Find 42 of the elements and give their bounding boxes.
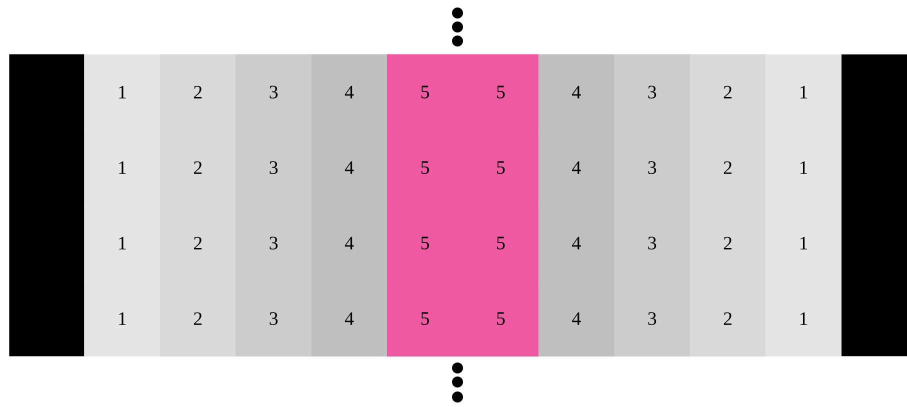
- grid-cell: 5: [462, 54, 539, 130]
- grid-cell: 3: [614, 54, 690, 130]
- grid-cell: 1: [84, 130, 160, 206]
- grid-cell: 2: [160, 280, 236, 356]
- grid-cell: 4: [538, 130, 614, 206]
- grid-cell: 2: [690, 205, 766, 281]
- grid-cell: 5: [462, 205, 539, 281]
- grid-cell: 3: [236, 205, 312, 281]
- grid-cell: 3: [236, 280, 312, 356]
- grid-cell: 2: [160, 130, 236, 206]
- grid-cell: 2: [160, 54, 236, 130]
- grid-cell: 2: [690, 54, 766, 130]
- grid-cell: 3: [614, 130, 690, 206]
- grid-cell: 3: [614, 280, 690, 356]
- grid-cell: 4: [538, 205, 614, 281]
- grid-cell: 1: [84, 205, 160, 281]
- grid-cell: 4: [311, 130, 388, 206]
- grid-cell: 5: [462, 130, 539, 206]
- grid-cell: 1: [766, 130, 842, 206]
- grid-cell: 5: [462, 280, 539, 356]
- grid-cell: 2: [690, 130, 766, 206]
- grid-cell: 5: [387, 205, 463, 281]
- grid-cell: 3: [236, 130, 312, 206]
- grid-cell: 2: [160, 205, 236, 281]
- grid-cell: 5: [387, 280, 463, 356]
- grid-cell: 1: [84, 54, 160, 130]
- grid-cell: 4: [311, 205, 388, 281]
- grid-cell: 4: [311, 54, 388, 130]
- end-bar: [841, 54, 907, 356]
- grid-cell: 3: [614, 205, 690, 281]
- grid-cell: 4: [538, 280, 614, 356]
- grid-cell: 1: [84, 280, 160, 356]
- end-bar: [9, 54, 84, 356]
- grid-cell: 4: [538, 54, 614, 130]
- grid-cell: 1: [766, 205, 842, 281]
- grid-cell: 1: [766, 54, 842, 130]
- grid-cell: 4: [311, 280, 388, 356]
- grid-cell: 5: [387, 54, 463, 130]
- grid-cell: 3: [236, 54, 312, 130]
- grid-cell: 5: [387, 130, 463, 206]
- grid-cell: 2: [690, 280, 766, 356]
- grid-cell: 1: [766, 280, 842, 356]
